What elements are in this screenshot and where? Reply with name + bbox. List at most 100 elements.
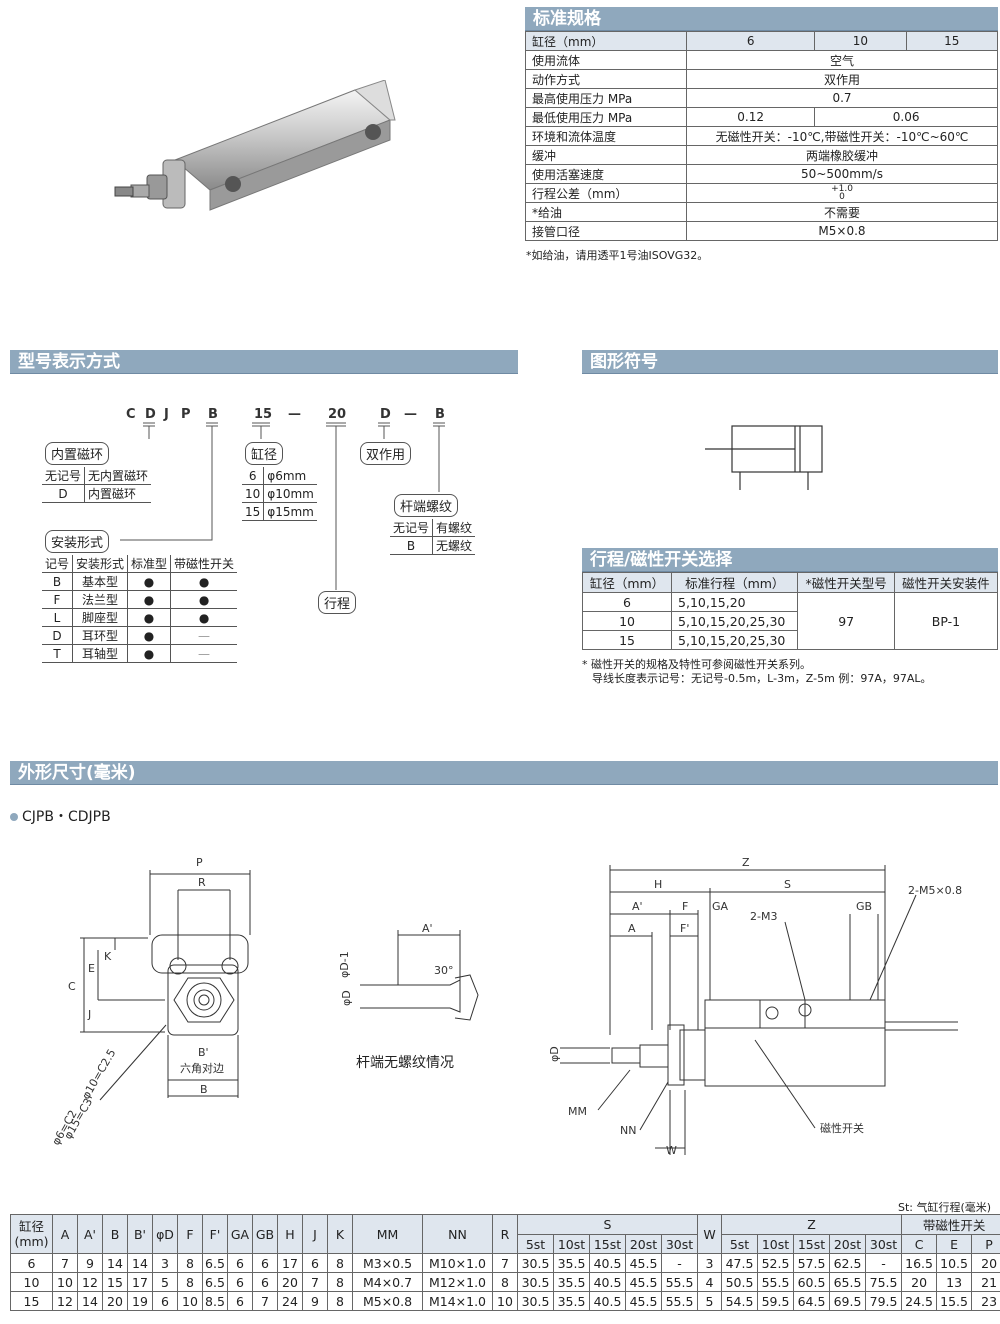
double-acting-label: 双作用 [360, 442, 412, 465]
table-cell: 6 [227, 1272, 253, 1292]
table-cell: 3 [697, 1253, 723, 1273]
svg-text:B: B [208, 407, 218, 422]
svg-text:GB: GB [856, 900, 872, 913]
stroke-switch-title: 行程/磁性开关选择 [582, 548, 998, 572]
svg-text:H: H [654, 878, 662, 891]
spec-table: 缸径（mm） 6 10 15 使用流体空气 动作方式双作用 最高使用压力 MPa… [525, 31, 999, 241]
table-cell: 14 [102, 1253, 128, 1273]
table-cell: 54.5 [721, 1291, 759, 1311]
table-cell: 6 [302, 1253, 328, 1273]
svg-text:六角对边: 六角对边 [180, 1061, 224, 1075]
pneumatic-symbol [705, 425, 823, 490]
table-cell: 12 [77, 1272, 103, 1292]
table-cell: 3 [152, 1253, 178, 1273]
table-cell: 40.5 [589, 1291, 626, 1311]
table-cell: 10 [10, 1272, 53, 1292]
table-cell: 5 [152, 1272, 178, 1292]
table-cell: 23 [971, 1291, 1000, 1311]
svg-text:—: — [404, 407, 417, 422]
table-cell: 14 [77, 1291, 103, 1311]
svg-text:R: R [198, 876, 206, 889]
table-cell: 10 [177, 1291, 203, 1311]
table-cell: 8 [327, 1253, 353, 1273]
table-cell: 40.5 [589, 1272, 626, 1292]
table-cell: 35.5 [553, 1291, 590, 1311]
svg-text:—: — [288, 407, 301, 422]
table-cell: 20 [901, 1272, 938, 1292]
svg-text:B': B' [198, 1046, 209, 1059]
svg-text:F': F' [680, 922, 689, 935]
dims-subtitle: CJPB・CDJPB [10, 806, 111, 826]
svg-text:30°: 30° [434, 964, 454, 977]
table-cell: 30.5 [517, 1291, 554, 1311]
svg-text:P: P [181, 407, 191, 422]
svg-text:20: 20 [328, 407, 346, 422]
spec-label: 缸径（mm） [525, 31, 687, 51]
model-diagram: C D J P B 15 — 20 D — B [120, 407, 445, 590]
mount-label: 安装形式 [45, 530, 110, 553]
svg-text:W: W [666, 1144, 677, 1157]
svg-text:15: 15 [254, 407, 272, 422]
table-cell: 20 [102, 1291, 128, 1311]
svg-text:A': A' [422, 922, 433, 935]
stroke-label: 行程 [318, 591, 357, 614]
rod-end-drawing: A' 30° φD-1 φD [338, 922, 479, 1021]
svg-text:P: P [196, 856, 203, 869]
svg-text:2-M5×0.8: 2-M5×0.8 [908, 884, 962, 897]
svg-text:MM: MM [568, 1105, 587, 1118]
table-cell: 17 [127, 1272, 153, 1292]
table-cell: M10×1.0 [422, 1253, 493, 1273]
rod-caption: 杆端无螺纹情况 [356, 1055, 454, 1071]
table-cell: 13 [936, 1272, 973, 1292]
table-cell: 52.5 [757, 1253, 795, 1273]
table-cell: 4 [697, 1272, 723, 1292]
model-title: 型号表示方式 [10, 350, 518, 374]
svg-text:D: D [145, 407, 156, 422]
table-cell: 8 [327, 1291, 353, 1311]
svg-text:K: K [104, 950, 112, 963]
table-cell: 8 [327, 1272, 353, 1292]
svg-text:GA: GA [712, 900, 729, 913]
side-view-drawing: Z H S A' F GA GB A F' 2-M3 2-M5×0.8 φD M… [548, 856, 962, 1157]
table-cell: 47.5 [721, 1253, 759, 1273]
front-view-drawing: P R K E C J B' 六角对边 B φ6=C2 φ10=C2.5 φ15… [49, 856, 251, 1148]
table-cell: M3×0.5 [352, 1253, 423, 1273]
table-cell: 55.5 [757, 1272, 795, 1292]
dims-title: 外形尺寸(毫米) [10, 761, 998, 785]
table-cell: 9 [77, 1253, 103, 1273]
table-cell: 30.5 [517, 1272, 554, 1292]
table-cell: 10 [492, 1291, 518, 1311]
svg-text:φD: φD [340, 990, 353, 1006]
table-cell: 30.5 [517, 1253, 554, 1273]
table-cell: M4×0.7 [352, 1272, 423, 1292]
table-cell: 24.5 [901, 1291, 938, 1311]
table-cell: - [660, 1253, 699, 1273]
svg-text:C: C [68, 980, 76, 993]
table-cell: 7 [302, 1272, 328, 1292]
bore-label: 缸径 [245, 442, 284, 465]
rod-thread-label: 杆端螺纹 [394, 494, 459, 517]
table-cell: 64.5 [793, 1291, 831, 1311]
table-cell: 79.5 [865, 1291, 903, 1311]
table-cell: 14 [127, 1253, 153, 1273]
table-cell: 40.5 [589, 1253, 626, 1273]
cylinder-photo [114, 80, 396, 211]
table-cell: 59.5 [757, 1291, 795, 1311]
table-cell: 62.5 [829, 1253, 867, 1273]
table-cell: M5×0.8 [352, 1291, 423, 1311]
table-cell: - [865, 1253, 903, 1273]
table-cell: 69.5 [829, 1291, 867, 1311]
svg-text:B: B [200, 1083, 208, 1096]
table-cell: 75.5 [865, 1272, 903, 1292]
table-cell: 65.5 [829, 1272, 867, 1292]
spec-title: 标准规格 [525, 7, 998, 31]
spec-note: *如给油，请用透平1号油ISOVG32。 [526, 249, 709, 262]
table-cell: 7 [492, 1253, 518, 1273]
table-cell: 20 [971, 1253, 1000, 1273]
svg-text:A: A [628, 922, 636, 935]
